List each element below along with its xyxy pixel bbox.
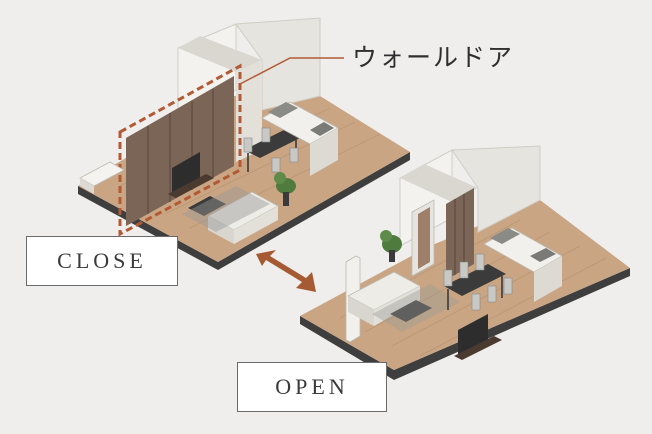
- wall-door-label: ウォールドア: [352, 43, 515, 72]
- plant-icon: [380, 230, 402, 262]
- dining-closed: [243, 127, 300, 173]
- wall-door-leader-line: [239, 57, 344, 85]
- coffee-table-closed: [188, 196, 226, 216]
- kitchen-closed: [261, 101, 339, 176]
- room-closed: [78, 17, 410, 270]
- open-label: OPEN: [237, 362, 387, 412]
- tv-open: [458, 314, 488, 356]
- wall-door-open: [446, 188, 474, 280]
- dining-open: [443, 253, 513, 311]
- coffee-table-open: [390, 300, 432, 322]
- kitchen-open: [483, 227, 563, 302]
- wall-door-closed: [126, 76, 234, 226]
- double-arrow-icon: [256, 250, 316, 292]
- tv-closed: [172, 152, 200, 194]
- room-open: [300, 145, 630, 380]
- plant-icon: [274, 172, 296, 206]
- wall-door-highlight: [118, 63, 242, 237]
- close-label: CLOSE: [26, 236, 178, 286]
- sofa-closed: [207, 191, 279, 244]
- sofa-open: [347, 271, 421, 326]
